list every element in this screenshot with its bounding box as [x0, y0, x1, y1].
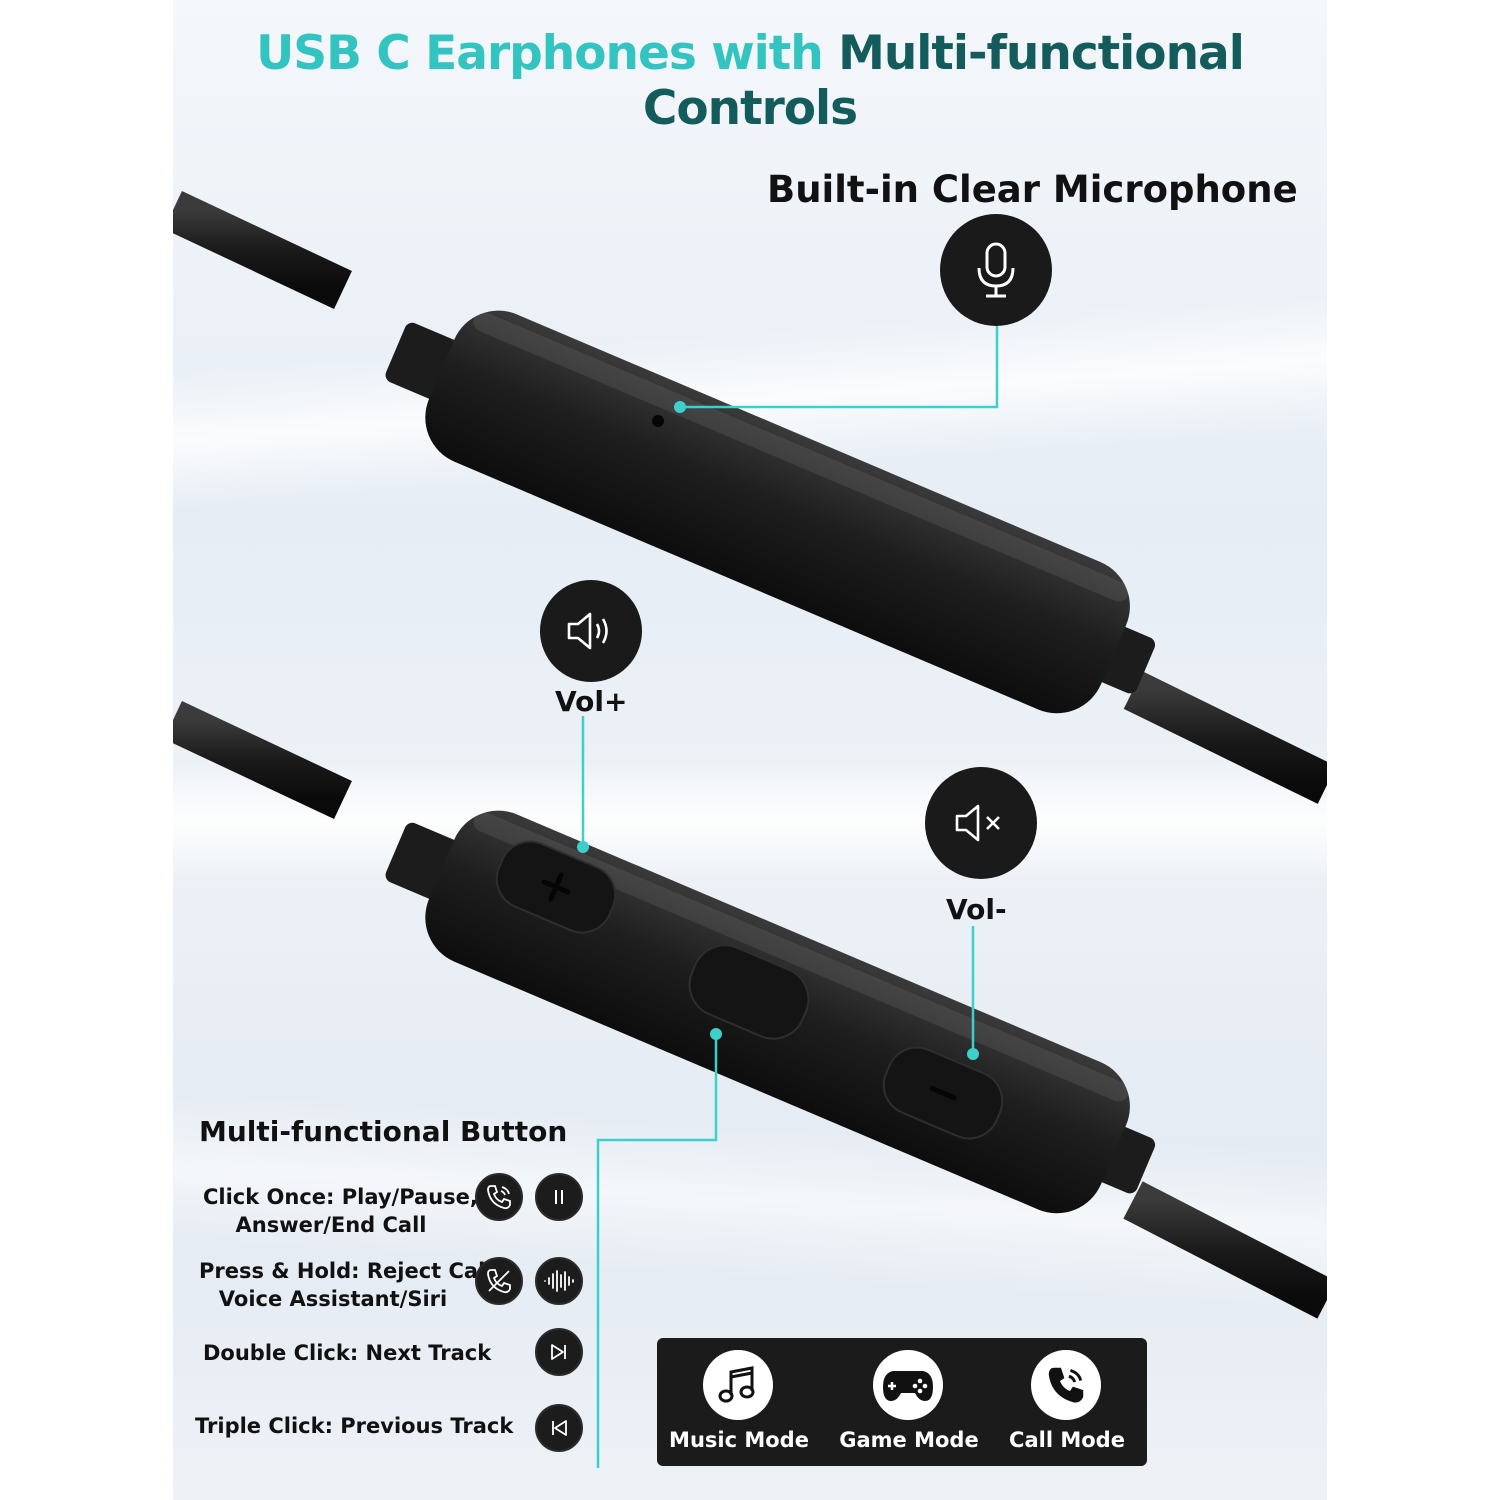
- title-part-1: USB C Earphones with: [256, 26, 839, 81]
- previous-track-icon: [535, 1404, 583, 1452]
- volume-down-button: [882, 1046, 1004, 1140]
- music-note-icon: [703, 1350, 773, 1420]
- next-track-icon: [535, 1328, 583, 1376]
- function-item: Press & Hold: Reject Call Voice Assistan…: [199, 1257, 493, 1313]
- speaker-volume-icon: [540, 580, 642, 682]
- volume-up-button: [495, 840, 617, 934]
- function-line: Voice Assistant/Siri: [218, 1287, 448, 1311]
- callout-lines: [577, 325, 999, 1468]
- microphone-hole: [652, 415, 664, 427]
- reject-call-icon: [475, 1257, 523, 1305]
- function-line: Press & Hold: Reject Call: [199, 1259, 493, 1283]
- title-part-2: Multi-functional Controls: [642, 26, 1245, 136]
- volume-up-label: Vol+: [555, 685, 628, 718]
- volume-down-label: Vol-: [946, 893, 1007, 926]
- earphone-remote-illustration: [173, 190, 1327, 1319]
- multi-function-button: [688, 944, 810, 1040]
- modes-panel: Music Mode Game Mode: [657, 1338, 1147, 1466]
- music-mode: Music Mode: [659, 1338, 819, 1466]
- call-mode: Call Mode: [987, 1338, 1147, 1466]
- voice-wave-icon: [535, 1257, 583, 1305]
- page-title: USB C Earphones with Multi-functional Co…: [173, 26, 1327, 136]
- function-line: Triple Click: Previous Track: [195, 1414, 514, 1438]
- multi-button-heading: Multi-functional Button: [199, 1115, 568, 1148]
- mode-label: Call Mode: [1009, 1428, 1125, 1452]
- mode-label: Game Mode: [839, 1428, 979, 1452]
- function-item: Click Once: Play/Pause, Answer/End Call: [203, 1183, 478, 1239]
- function-line: Answer/End Call: [235, 1213, 427, 1237]
- light-streak: [173, 760, 1327, 880]
- product-image-panel: USB C Earphones with Multi-functional Co…: [173, 0, 1327, 1500]
- phone-call-icon: [1031, 1350, 1101, 1420]
- game-mode: Game Mode: [829, 1338, 989, 1466]
- function-line: Double Click: Next Track: [203, 1341, 492, 1365]
- function-line: Click Once: Play/Pause,: [203, 1185, 478, 1209]
- microphone-label: Built-in Clear Microphone: [767, 168, 1298, 211]
- pause-icon: [535, 1173, 583, 1221]
- gamepad-icon: [873, 1350, 943, 1420]
- microphone-icon: [940, 214, 1052, 326]
- speaker-mute-icon: [925, 767, 1037, 879]
- top-remote: [173, 190, 1327, 804]
- mode-label: Music Mode: [669, 1428, 809, 1452]
- phone-call-icon: [475, 1173, 523, 1221]
- bottom-remote: [173, 700, 1327, 1319]
- function-item: Double Click: Next Track: [203, 1339, 492, 1367]
- function-item: Triple Click: Previous Track: [195, 1412, 514, 1440]
